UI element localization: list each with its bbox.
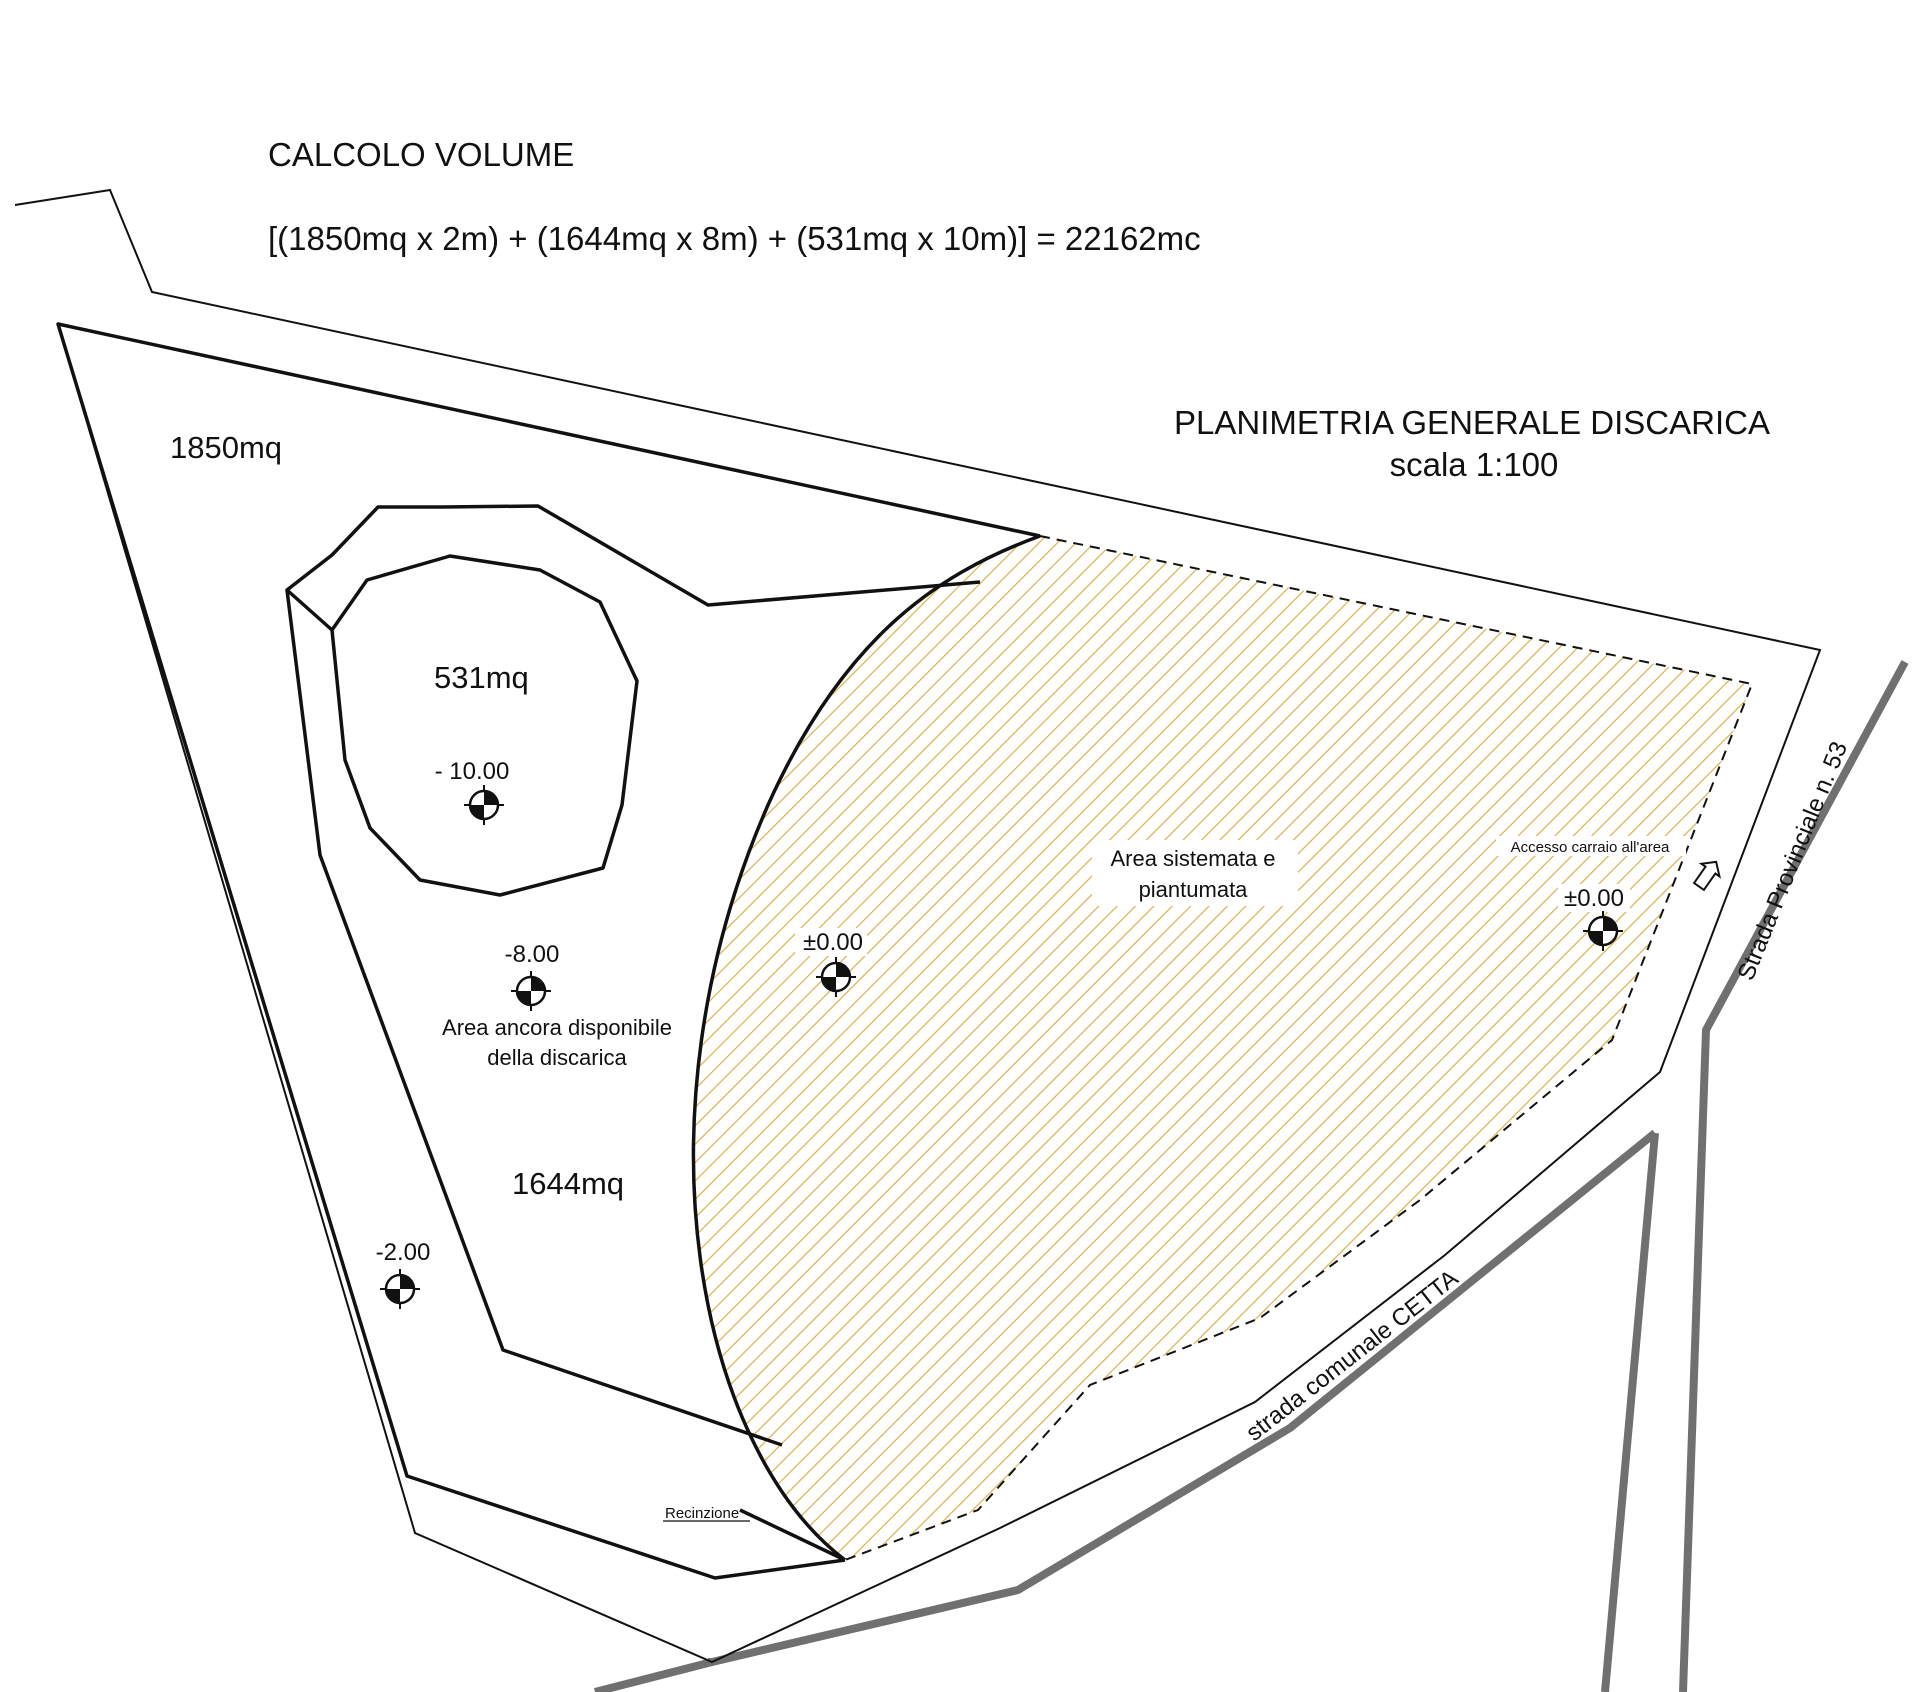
plan-scale: scala 1:100	[1390, 446, 1559, 483]
plan-title: PLANIMETRIA GENERALE DISCARICA	[1174, 404, 1770, 441]
landscaped-area-hatch	[693, 536, 1752, 1560]
provincial-road-label: Strada Provinciale n. 53	[1733, 738, 1853, 984]
property-boundary	[14, 188, 1822, 1664]
fence-line	[739, 1508, 846, 1562]
svg-text:±0.00: ±0.00	[803, 929, 863, 956]
svg-text:±0.00: ±0.00	[1564, 885, 1624, 912]
area-label-outer: 1850mq	[170, 430, 282, 465]
hatched-area-curve	[691, 534, 1041, 1562]
inner-pit-boundary	[330, 554, 639, 897]
elevation-marker-inner: - 10.00	[435, 758, 510, 825]
area-label-middle: 1644mq	[512, 1166, 624, 1201]
access-label: Accesso carraio all'area	[1511, 839, 1670, 856]
elevation-marker-hatched: ±0.00	[795, 928, 867, 997]
available-area-label-1: Area ancora disponibile	[442, 1015, 672, 1040]
access-arrow-icon	[1692, 860, 1721, 892]
landscaped-area-dashed-edge	[844, 535, 1754, 1561]
calc-formula: [(1850mq x 2m) + (1644mq x 8m) + (531mq …	[268, 220, 1201, 257]
municipal-road-edge-lower	[594, 1129, 1658, 1692]
elevation-marker-access: ±0.00	[1558, 884, 1630, 951]
elevation-marker-outer: -2.00	[376, 1239, 431, 1309]
svg-text:-8.00: -8.00	[505, 941, 560, 968]
landfill-outlines	[56, 322, 1041, 1580]
svg-text:- 10.00: - 10.00	[435, 758, 510, 785]
outer-step-boundary	[56, 322, 1041, 1580]
area-label-inner: 531mq	[434, 660, 529, 695]
elevation-marker-middle: -8.00	[505, 941, 560, 1011]
middle-step-link	[285, 588, 334, 632]
svg-text:-2.00: -2.00	[376, 1239, 431, 1266]
landscaped-label-bg	[1092, 840, 1298, 906]
access-label-bg	[1496, 836, 1686, 856]
fence-label: Recinzione	[665, 1505, 739, 1522]
provincial-road-edge-left	[1679, 660, 1909, 1692]
middle-step-boundary	[285, 504, 981, 1447]
calc-title: CALCOLO VOLUME	[268, 136, 574, 173]
municipal-road-edge-upper	[1601, 1132, 1659, 1692]
roads	[594, 660, 1909, 1692]
landscaped-area-label-1: Area sistemata e	[1110, 846, 1275, 871]
landscaped-area-label-2: piantumata	[1139, 877, 1249, 902]
available-area-label-2: della discarica	[487, 1045, 627, 1070]
